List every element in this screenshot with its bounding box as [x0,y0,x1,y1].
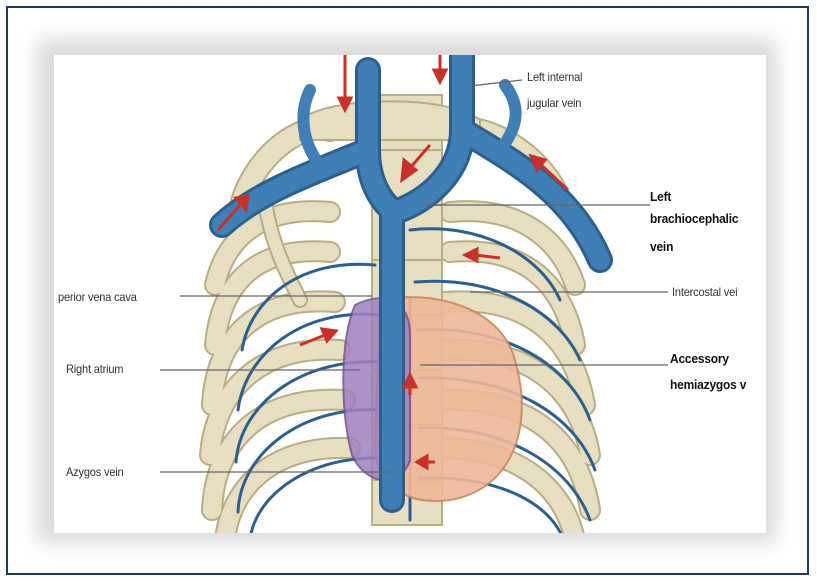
label-accessory-hemiazygos-line-2: hemiazygos v [670,376,746,393]
label-superior-vena-cava: perior vena cava [58,290,137,304]
label-accessory-hemiazygos-line-1: Accessory [670,350,729,367]
label-left-brachiocephalic-line-3: vein [650,238,673,255]
heart [343,297,521,501]
label-right-atrium: Right atrium [66,362,123,376]
label-left-brachiocephalic-line-2: brachiocephalic [650,210,738,227]
label-left-brachiocephalic-line-1: Left [650,188,671,205]
label-left-internal-jugular-line-2: jugular vein [527,96,581,110]
label-intercostal-vein: Intercostal vei [672,285,737,299]
label-azygos-vein: Azygos vein [66,465,124,479]
label-left-internal-jugular-line-1: Left internal [527,70,582,84]
